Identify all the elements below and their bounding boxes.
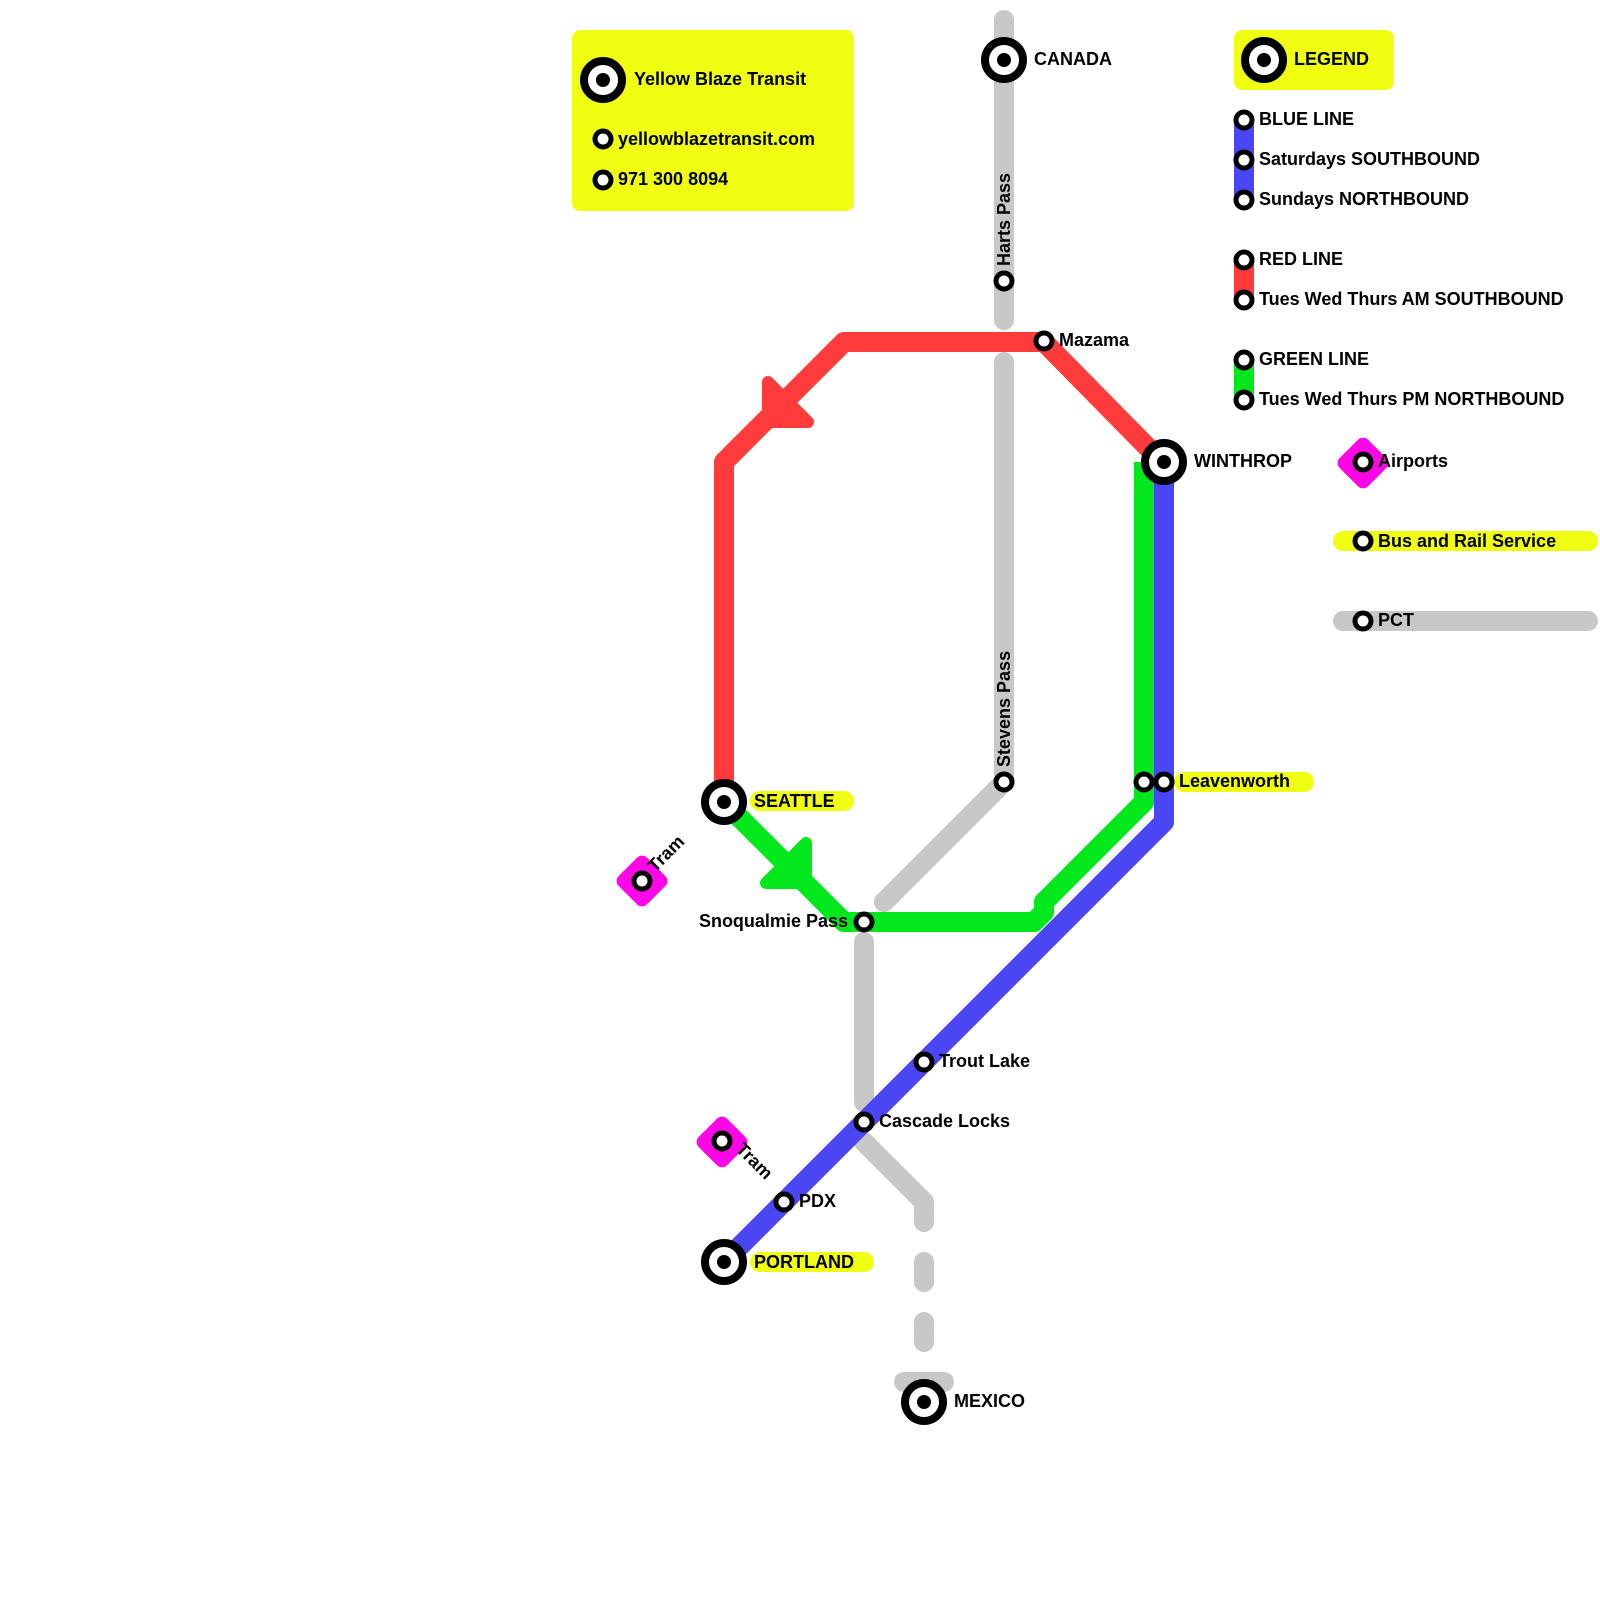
station-seattle-label: SEATTLE	[754, 791, 835, 811]
station-leavenworth[interactable]: Leavenworth	[1133, 771, 1290, 793]
station-icon	[853, 911, 875, 933]
major-station-dot	[997, 53, 1011, 67]
legend-airports-label: Airports	[1378, 451, 1448, 471]
station-seattle[interactable]: SEATTLE	[701, 779, 835, 825]
station-icon-blue	[1153, 771, 1175, 793]
station-portland-label: PORTLAND	[754, 1252, 854, 1272]
brand-station-icon	[580, 57, 626, 103]
station-portland[interactable]: PORTLAND	[701, 1239, 854, 1285]
major-station-dot	[917, 1395, 931, 1409]
tram-seattle-label: Tram	[644, 831, 689, 876]
major-station-dot	[717, 795, 731, 809]
station-winthrop-label: WINTHROP	[1194, 451, 1292, 471]
legend: LEGEND BLUE LINE Saturdays SOUTHBOUND Su…	[1233, 30, 1598, 632]
station-mexico-label: MEXICO	[954, 1391, 1025, 1411]
station-leavenworth-label: Leavenworth	[1179, 771, 1290, 791]
legend-blue-schedule-1: Saturdays SOUTHBOUND	[1259, 149, 1480, 169]
station-icon	[853, 1111, 875, 1133]
legend-red-stop-1	[1233, 249, 1255, 271]
legend-red-name: RED LINE	[1259, 249, 1343, 269]
tram-portland[interactable]: Tram	[694, 1114, 777, 1184]
legend-airport-stop	[1352, 451, 1374, 473]
legend-green-name: GREEN LINE	[1259, 349, 1369, 369]
station-canada-label: CANADA	[1034, 49, 1112, 69]
station-icon	[1033, 330, 1055, 352]
station-harts-pass-label: Harts Pass	[994, 173, 1014, 266]
pct-segment-cascade-south	[854, 1132, 934, 1232]
station-trout-lake-label: Trout Lake	[939, 1051, 1030, 1071]
station-cascade-locks[interactable]: Cascade Locks	[853, 1111, 1010, 1133]
phone-number[interactable]: 971 300 8094	[618, 169, 728, 189]
station-harts-pass[interactable]: Harts Pass	[993, 173, 1015, 292]
station-stevens-pass[interactable]: Stevens Pass	[993, 651, 1015, 793]
title-box: Yellow Blaze Transit yellowblazetransit.…	[572, 30, 854, 211]
legend-blue-stop-1	[1233, 109, 1255, 131]
legend-pct-label: PCT	[1378, 610, 1414, 630]
legend-blue-stop-3	[1233, 189, 1255, 211]
title-box-background	[572, 30, 854, 211]
legend-red-schedule: Tues Wed Thurs AM SOUTHBOUND	[1259, 289, 1564, 309]
legend-pct-stop	[1352, 610, 1374, 632]
tram-portland-stop	[711, 1130, 733, 1152]
red-direction-arrow-icon	[762, 376, 814, 428]
station-icon	[993, 270, 1015, 292]
tram-portland-label: Tram	[732, 1139, 777, 1184]
station-canada[interactable]: CANADA	[981, 37, 1112, 83]
pct-segment-stevens-snoqualmie	[874, 772, 1014, 912]
tram-seattle[interactable]: Tram	[614, 831, 689, 909]
green-line-path	[716, 462, 1154, 932]
legend-blue-name: BLUE LINE	[1259, 109, 1354, 129]
legend-title: LEGEND	[1294, 49, 1369, 69]
station-mazama[interactable]: Mazama	[1033, 330, 1130, 352]
website-bullet-icon	[592, 128, 614, 150]
station-trout-lake[interactable]: Trout Lake	[913, 1051, 1030, 1073]
major-station-dot	[717, 1255, 731, 1269]
station-icon-green	[1133, 771, 1155, 793]
red-line-path	[714, 332, 1170, 802]
legend-green-stop-1	[1233, 349, 1255, 371]
brand-title: Yellow Blaze Transit	[634, 69, 806, 89]
station-stevens-pass-label: Stevens Pass	[994, 651, 1014, 767]
tram-seattle-stop	[631, 870, 653, 892]
legend-station-icon	[1241, 37, 1287, 83]
station-snoqualmie-pass[interactable]: Snoqualmie Pass	[699, 911, 875, 933]
legend-bus-rail-label: Bus and Rail Service	[1378, 531, 1556, 551]
red-line	[714, 332, 1170, 802]
website-link[interactable]: yellowblazetransit.com	[618, 129, 815, 149]
station-winthrop[interactable]: WINTHROP	[1141, 439, 1292, 485]
green-line	[716, 462, 1154, 932]
legend-blue-stop-2	[1233, 149, 1255, 171]
green-direction-arrow-icon	[760, 837, 812, 889]
legend-green-schedule: Tues Wed Thurs PM NORTHBOUND	[1259, 389, 1564, 409]
station-mexico[interactable]: MEXICO	[901, 1379, 1025, 1425]
legend-blue-schedule-2: Sundays NORTHBOUND	[1259, 189, 1469, 209]
station-cascade-locks-label: Cascade Locks	[879, 1111, 1010, 1131]
pct-line	[854, 10, 1014, 1392]
legend-green-stop-2	[1233, 389, 1255, 411]
station-icon	[913, 1051, 935, 1073]
legend-red-stop-2	[1233, 289, 1255, 311]
station-pdx-label: PDX	[799, 1191, 836, 1211]
station-icon	[993, 771, 1015, 793]
major-station-dot	[1157, 455, 1171, 469]
station-icon	[773, 1191, 795, 1213]
phone-bullet-icon	[592, 169, 614, 191]
station-snoqualmie-pass-label: Snoqualmie Pass	[699, 911, 848, 931]
station-pdx[interactable]: PDX	[773, 1191, 836, 1213]
legend-bus-rail-stop	[1352, 530, 1374, 552]
station-mazama-label: Mazama	[1059, 330, 1130, 350]
